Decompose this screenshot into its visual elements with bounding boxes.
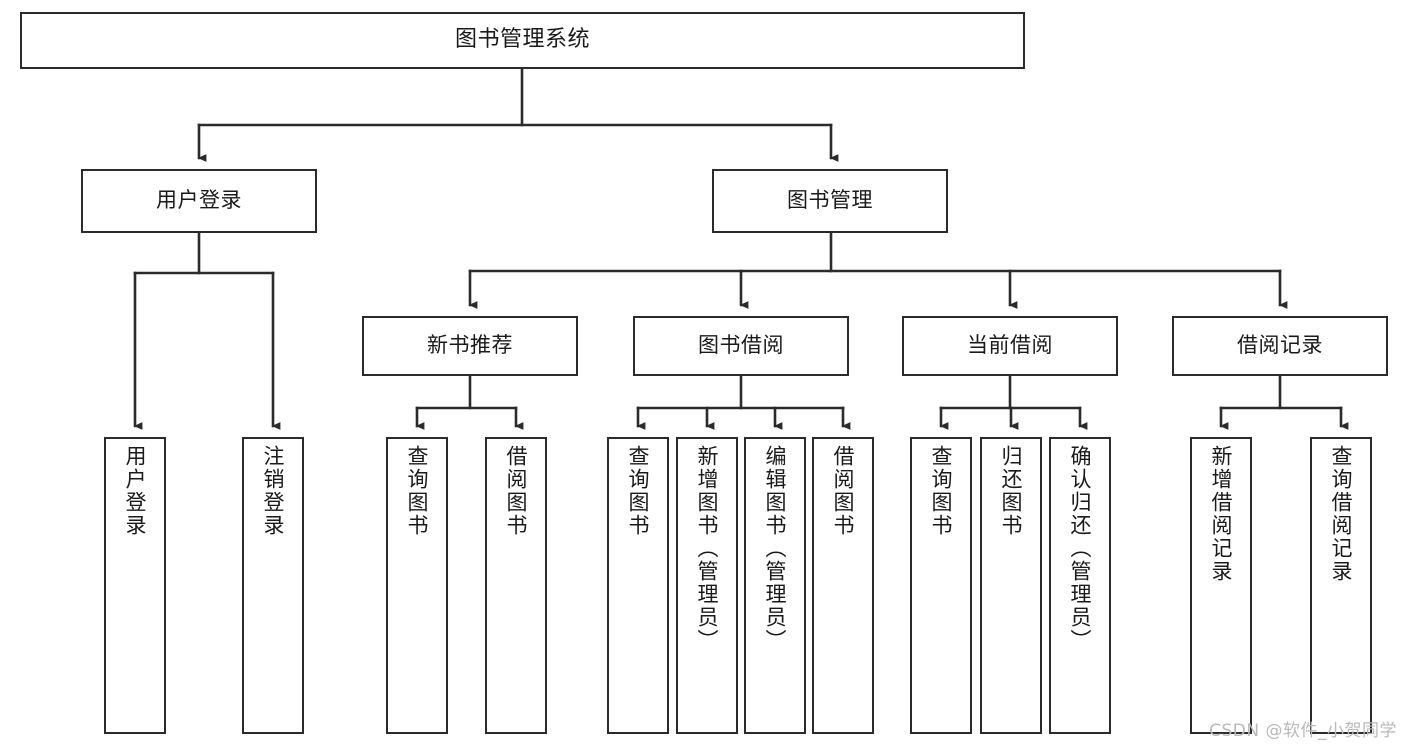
- node-leaf-query-book-2-label: 查询图书: [626, 445, 651, 537]
- node-current-borrow-label: 当前借阅: [967, 333, 1053, 358]
- node-new-book-recommend[interactable]: 新书推荐: [362, 316, 578, 376]
- node-leaf-add-book-label: 新增图书（管理员）: [695, 445, 720, 652]
- node-leaf-query-book-3-label: 查询图书: [929, 445, 954, 537]
- node-leaf-query-record[interactable]: 查询借阅记录: [1310, 437, 1372, 734]
- node-leaf-borrow-book-2[interactable]: 借阅图书: [812, 437, 874, 734]
- node-leaf-add-record[interactable]: 新增借阅记录: [1190, 437, 1252, 734]
- node-current-borrow[interactable]: 当前借阅: [902, 316, 1118, 376]
- watermark: CSDN @软件_小贺同学: [1209, 721, 1397, 741]
- node-leaf-add-record-label: 新增借阅记录: [1209, 445, 1234, 583]
- node-leaf-query-book-2[interactable]: 查询图书: [607, 437, 669, 734]
- node-borrow-record[interactable]: 借阅记录: [1172, 316, 1388, 376]
- node-book-borrow-label: 图书借阅: [698, 333, 784, 358]
- node-borrow-record-label: 借阅记录: [1237, 333, 1323, 358]
- node-leaf-query-book-1[interactable]: 查询图书: [386, 437, 448, 734]
- node-leaf-borrow-book-1-label: 借阅图书: [504, 445, 529, 537]
- node-leaf-return-book[interactable]: 归还图书: [980, 437, 1042, 734]
- node-book-manage[interactable]: 图书管理: [712, 169, 948, 233]
- node-leaf-user-logout-label: 注销登录: [261, 445, 286, 537]
- node-leaf-return-book-label: 归还图书: [999, 445, 1024, 537]
- node-leaf-user-logout[interactable]: 注销登录: [242, 437, 304, 734]
- node-user-login[interactable]: 用户登录: [81, 169, 317, 233]
- node-leaf-user-login-label: 用户登录: [123, 445, 148, 537]
- node-leaf-query-book-1-label: 查询图书: [405, 445, 430, 537]
- node-book-manage-label: 图书管理: [787, 188, 873, 213]
- node-new-book-recommend-label: 新书推荐: [427, 333, 513, 358]
- node-book-borrow[interactable]: 图书借阅: [633, 316, 849, 376]
- node-root[interactable]: 图书管理系统: [20, 12, 1025, 69]
- node-leaf-edit-book[interactable]: 编辑图书（管理员）: [744, 437, 806, 734]
- node-leaf-query-record-label: 查询借阅记录: [1329, 445, 1354, 583]
- node-user-login-label: 用户登录: [156, 188, 242, 213]
- node-leaf-confirm-return[interactable]: 确认归还（管理员）: [1049, 437, 1111, 734]
- node-leaf-borrow-book-2-label: 借阅图书: [831, 445, 856, 537]
- node-leaf-user-login[interactable]: 用户登录: [104, 437, 166, 734]
- node-leaf-confirm-return-label: 确认归还（管理员）: [1068, 445, 1093, 652]
- node-leaf-borrow-book-1[interactable]: 借阅图书: [485, 437, 547, 734]
- node-leaf-add-book[interactable]: 新增图书（管理员）: [676, 437, 738, 734]
- node-leaf-query-book-3[interactable]: 查询图书: [910, 437, 972, 734]
- node-root-label: 图书管理系统: [454, 27, 590, 53]
- node-leaf-edit-book-label: 编辑图书（管理员）: [763, 445, 788, 652]
